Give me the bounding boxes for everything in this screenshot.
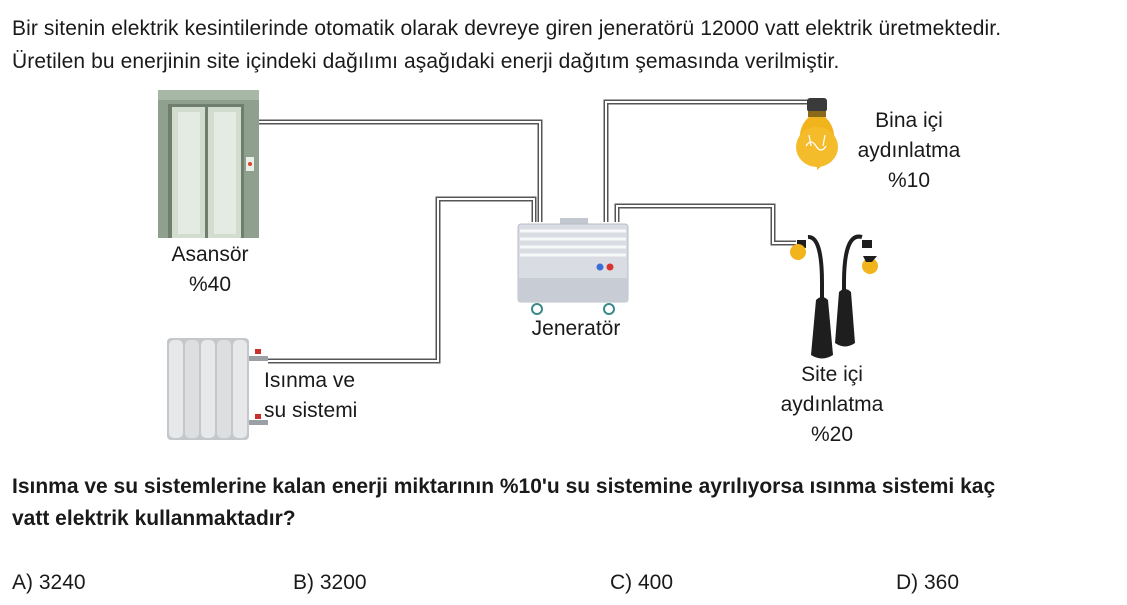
radiator-icon <box>167 338 268 440</box>
option-d[interactable]: D) 360 <box>896 571 960 594</box>
building-light-percent: %10 <box>887 169 931 192</box>
wire-site-light <box>614 203 796 246</box>
question-line-2: vatt elektrik kullanmaktadır? <box>12 507 296 530</box>
heating-label: Isınma ve su sistemi <box>264 366 357 426</box>
elevator-icon <box>158 90 259 238</box>
building-light-line-1: Bina içi <box>875 109 943 132</box>
intro-line-2: Üretilen bu enerjinin site içindeki dağı… <box>12 50 840 73</box>
heating-label-line-2: su sistemi <box>264 399 358 422</box>
option-b[interactable]: B) 3200 <box>293 571 367 594</box>
option-a[interactable]: A) 3240 <box>12 571 86 594</box>
wires <box>259 99 808 364</box>
heating-label-line-1: Isınma ve <box>264 369 356 392</box>
building-light-label: Bina içi aydınlatma %10 <box>846 106 972 196</box>
building-light-line-2: aydınlatma <box>857 139 961 162</box>
elevator-name: Asansör <box>171 243 249 266</box>
question-line-1: Isınma ve su sistemlerine kalan enerji m… <box>12 475 996 498</box>
generator-icon <box>517 218 629 315</box>
elevator-label: Asansör %40 <box>150 240 270 300</box>
question-text: Isınma ve su sistemlerine kalan enerji m… <box>12 471 1117 535</box>
site-light-percent: %20 <box>810 423 854 446</box>
intro-line-1: Bir sitenin elektrik kesintilerinde otom… <box>12 17 1002 40</box>
elevator-percent: %40 <box>188 273 232 296</box>
generator-label: Jeneratör <box>531 317 621 340</box>
site-light-line-1: Site içi <box>801 363 863 386</box>
street-lamp-icon <box>790 234 878 359</box>
wire-elevator <box>259 119 543 222</box>
problem-statement: Bir sitenin elektrik kesintilerinde otom… <box>12 12 1117 78</box>
wire-heating <box>268 196 537 364</box>
option-c[interactable]: C) 400 <box>610 571 674 594</box>
site-light-label: Site içi aydınlatma %20 <box>769 360 895 450</box>
site-light-line-2: aydınlatma <box>780 393 884 416</box>
light-bulb-icon <box>796 98 838 170</box>
